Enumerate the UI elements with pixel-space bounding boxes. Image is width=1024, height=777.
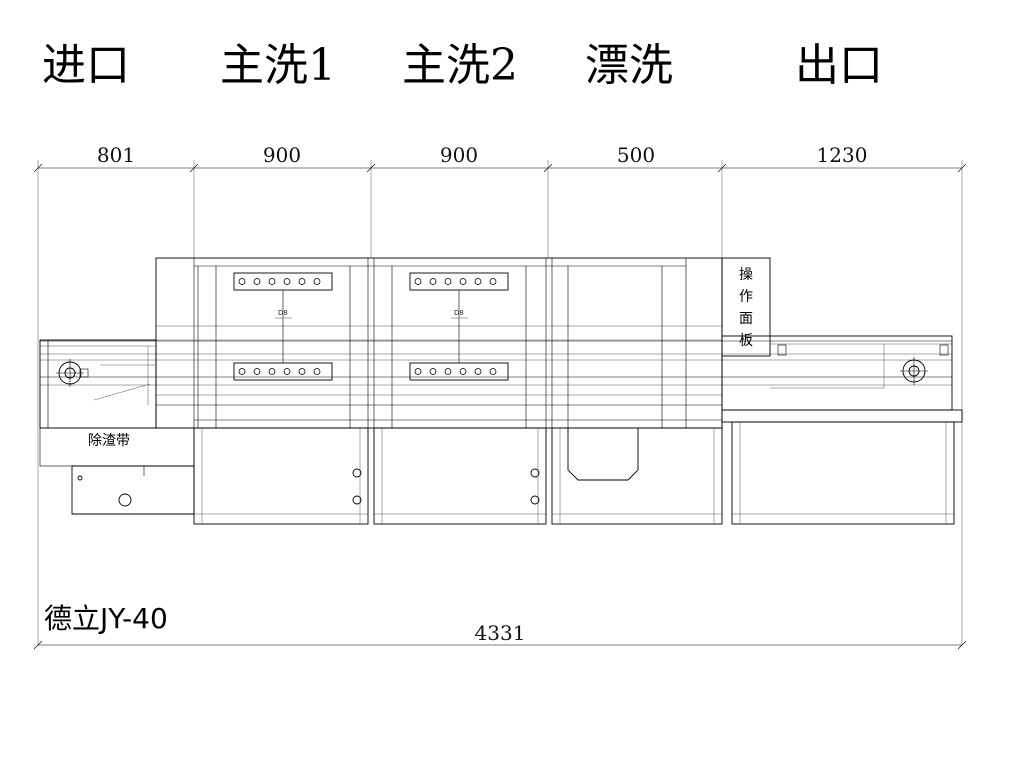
dim-inlet: 801 [97,143,135,167]
drive-sprocket-left [56,359,89,387]
section-wash-2: 主洗2 [402,40,518,91]
dim-total: 4331 [475,621,526,645]
manifold-wash-1-upper [233,272,333,291]
section-wash-1: 主洗1 [220,40,336,91]
tank-outlet [731,421,955,525]
section-rinse: 漂洗 [585,40,673,91]
dim-outlet: 1230 [817,143,868,167]
control-panel-label-4: 板 [739,333,753,349]
tank-wash-2 [373,427,547,525]
section-outlet: 出口 [795,40,883,91]
model-label: 德立JY-40 [44,602,168,635]
tank-rinse [551,427,723,525]
manifold-wash-2-lower [409,362,509,381]
manifold-wash-2-upper [409,272,509,291]
lower-tanks [193,427,723,525]
tank-mark: D8 [278,309,288,317]
dim-rinse: 500 [617,143,655,167]
dim-wash-2: 900 [440,143,478,167]
slag-belt-label: 除渣带 [88,433,130,449]
tank-wash-1 [193,427,369,525]
overall-dimension: 4331 [33,621,967,650]
control-panel: 操 作 面 板 [721,257,771,428]
control-panel-label-2: 作 [739,289,753,305]
dimension-ticks [33,163,967,173]
manifold-wash-1-lower [233,362,333,381]
section-inlet: 进口 [42,40,130,91]
outlet-section [721,335,963,525]
spray-manifolds: D8 D8 [233,272,509,381]
conveyor [40,340,952,386]
section-headings: 进口 主洗1 主洗2 漂洗 出口 [42,40,883,91]
control-panel-label-1: 操 [739,267,753,283]
drive-sprocket-right [900,357,928,385]
tank-mark: D8 [454,309,464,317]
top-dimension-chain: 801 900 900 500 1230 [33,143,967,645]
inlet-section: 除渣带 [39,339,195,515]
dim-wash-1: 900 [263,143,301,167]
control-panel-label-3: 面 [739,311,753,327]
